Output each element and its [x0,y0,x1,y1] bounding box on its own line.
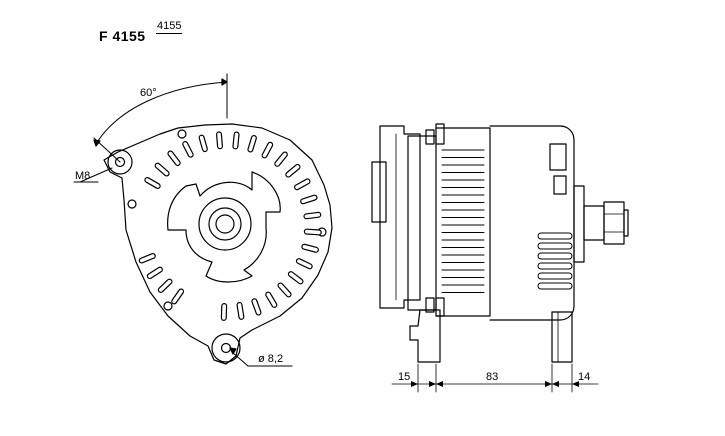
hub-middle [208,207,242,241]
angle-arrow-right [221,78,228,86]
hub-inner [215,214,235,234]
rear-window-mid [553,175,567,195]
vent-slot-inner [145,178,160,188]
hub-outer [198,197,252,251]
dim-label-14: 14 [578,371,590,383]
bolt-hole-bottom-left [163,301,173,311]
vent-slot-inner [301,195,317,204]
vent-slot-inner [159,279,172,292]
fan-blade-shape [167,171,281,283]
vent-slot-inner [139,254,155,263]
rear-slot [537,232,573,240]
angle-label: 60° [140,87,157,99]
vent-slot-inner [275,152,287,166]
bottom-bolt-head [425,297,435,313]
top-bolt-head [425,129,435,145]
vent-slot-inner [304,213,321,219]
shaft-collar [573,185,585,263]
dim-arrow-3b [572,381,579,387]
left-cover [379,125,421,309]
vent-slot-inner [199,135,207,151]
dim-arrow-1a [411,381,418,387]
vent-slot-inner [286,165,300,177]
front-housing-outline [103,123,333,365]
side-view [371,123,629,393]
shaft [583,205,605,241]
vent-slot-inner [248,136,256,152]
m8-leader [79,167,113,183]
vent-slot-inner [302,244,318,252]
vent-slot-inner [252,299,261,315]
vent-slot-inner [278,283,291,297]
vent-slot-inner [262,143,273,158]
vent-slot-inner [297,259,312,269]
rear-slot [537,252,573,260]
left-body [407,135,437,311]
dim-arrow-2b [545,381,552,387]
vent-slot-inner [237,303,244,319]
vent-slot-inner [304,229,321,235]
cooling-fins [441,149,485,293]
vent-slot-inner [289,272,303,284]
vent-slot-inner [168,151,180,165]
reference-number: 4155 [156,20,183,34]
rear-window-top [549,143,567,171]
rear-slot [537,282,573,290]
hole-arrow [229,347,237,355]
shaft-nut [603,201,625,245]
model-title: F 4155 [99,28,146,44]
bolt-hole-top [177,129,187,139]
vent-slot-inner [155,163,169,176]
vent-slot-inner [233,132,239,149]
bolt-hole-left [127,199,137,209]
hole-label: ø 8,2 [258,353,283,365]
rear-slot [537,272,573,280]
bottom-mount-hole [220,342,232,354]
top-mount-ear [107,149,133,175]
main-body [435,127,491,317]
vent-slot-inner [217,132,222,149]
vent-slot-inner [183,142,193,157]
bottom-mount-ear [211,333,241,363]
front-vent-slots [138,131,322,321]
dim-arrow-1b [436,381,443,387]
left-cover-boss [371,161,387,223]
dim-arrow-2a [429,381,436,387]
rear-slot [537,242,573,250]
nut-cap [623,209,629,237]
angle-arc [95,81,228,145]
front-view [73,73,333,367]
thread-label: M8 [75,170,90,182]
top-bolt-nut [435,123,445,145]
top-mount-hole [114,156,126,168]
rear-housing [489,125,575,321]
dim-label-83: 83 [486,371,498,383]
dim-label-15: 15 [398,371,410,383]
right-foot [551,311,573,363]
dim-arrow-3a [552,381,559,387]
vent-slot-inner [295,179,310,189]
vent-slot-inner [266,292,277,307]
rear-vent-slots [537,232,573,290]
left-foot [409,309,441,363]
hole-leader [231,351,249,367]
vent-slot-inner [172,289,183,304]
angle-arrow-left [93,139,101,147]
rear-slot [537,262,573,270]
vent-slot-inner [148,267,162,278]
